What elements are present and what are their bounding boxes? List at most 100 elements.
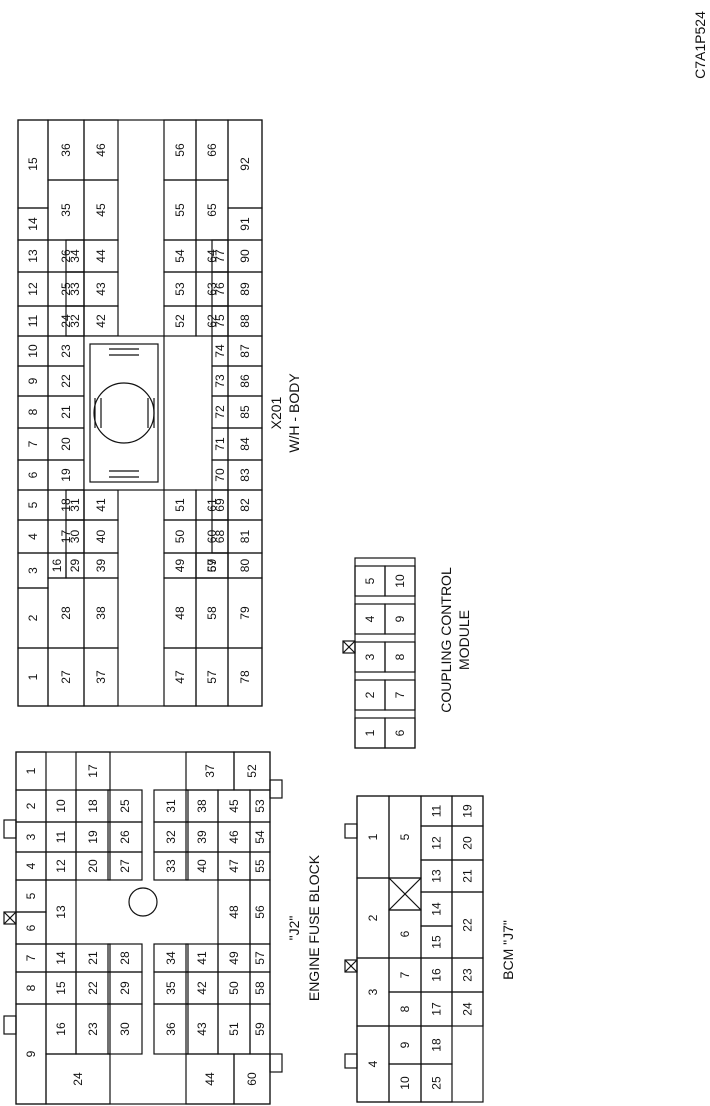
pin-label: 35 <box>59 203 73 217</box>
pin-label: 50 <box>227 981 241 995</box>
pin-label: 39 <box>195 830 209 844</box>
pin-label: 37 <box>94 670 108 684</box>
pin-label: 84 <box>238 437 252 451</box>
pin-label: 20 <box>59 437 73 451</box>
x201-subtitle: W/H - BODY <box>286 373 302 453</box>
pin-label: 8 <box>398 1005 412 1012</box>
pin-label: 51 <box>173 498 187 512</box>
pin-label: 6 <box>26 471 40 478</box>
lock-x-icon <box>344 959 358 973</box>
pin-label: 5 <box>363 577 377 584</box>
fuse-tab <box>3 819 17 839</box>
pin-label: 87 <box>238 344 252 358</box>
pin-label: 14 <box>430 902 444 916</box>
x201-title: X201 <box>268 396 284 429</box>
pin-label: 85 <box>238 405 252 419</box>
pin-label: 10 <box>393 574 407 588</box>
pin-cell <box>227 119 263 209</box>
pin-label: 52 <box>245 764 259 778</box>
pin-label: 58 <box>253 981 267 995</box>
pin-label: 49 <box>173 559 187 573</box>
pin-label: 7 <box>398 971 412 978</box>
pin-label: 70 <box>213 468 227 482</box>
pin-label: 15 <box>26 157 40 171</box>
pin-label: 38 <box>195 799 209 813</box>
pin-label: 19 <box>461 804 475 818</box>
bcm-x-cell <box>388 877 422 911</box>
pin-label: 12 <box>26 282 40 296</box>
pin-label: 67 <box>205 559 219 573</box>
pin-label: 26 <box>118 830 132 844</box>
pin-label: 92 <box>238 157 252 171</box>
x201-boss-circle <box>93 382 155 444</box>
pin-label: 80 <box>238 559 252 573</box>
pin-label: 41 <box>195 951 209 965</box>
pin-cell <box>420 1063 453 1103</box>
figure-code: C7A1P524 <box>692 11 708 79</box>
bcm-tab <box>344 823 358 839</box>
pin-label: 12 <box>54 859 68 873</box>
pin-label: 33 <box>68 282 82 296</box>
pin-label: 15 <box>54 981 68 995</box>
pin-label: 3 <box>24 833 38 840</box>
pin-label: 7 <box>393 691 407 698</box>
pin-label: 5 <box>26 501 40 508</box>
pin-label: 60 <box>245 1072 259 1086</box>
pin-label: 32 <box>164 830 178 844</box>
pin-label: 11 <box>26 314 40 327</box>
pin-label: 81 <box>238 530 252 544</box>
pin-label: 10 <box>398 1076 412 1090</box>
pin-label: 44 <box>94 249 108 263</box>
pin-label: 59 <box>205 559 219 573</box>
pin-label: 18 <box>86 799 100 813</box>
pin-label: 24 <box>71 1072 85 1086</box>
pin-label: 7 <box>26 440 40 447</box>
pin-label: 9 <box>26 377 40 384</box>
pin-label: 22 <box>86 981 100 995</box>
pin-label: 86 <box>238 374 252 388</box>
fuse-tab <box>3 1015 17 1035</box>
fuse-tab <box>269 779 283 799</box>
pin-label: 1 <box>363 729 377 736</box>
pin-label: 6 <box>24 924 38 931</box>
pin-label: 4 <box>366 1060 380 1067</box>
pin-label: 65 <box>205 203 219 217</box>
pin-label: 42 <box>195 981 209 995</box>
pin-label: 13 <box>54 905 68 919</box>
pin-label: 17 <box>430 1002 444 1016</box>
pin-label: 31 <box>164 799 178 813</box>
pin-label: 46 <box>94 143 108 157</box>
pin-label: 79 <box>238 606 252 620</box>
pin-label: 40 <box>94 530 108 544</box>
pin-label: 72 <box>213 405 227 419</box>
pin-label: 4 <box>26 533 40 540</box>
pin-label: 9 <box>398 1041 412 1048</box>
x201-boss-inner <box>89 343 159 483</box>
pin-label: 18 <box>430 1038 444 1052</box>
pin-cell <box>384 565 416 597</box>
pin-label: 54 <box>253 830 267 844</box>
pin-label: 49 <box>227 951 241 965</box>
pin-label: 13 <box>430 869 444 883</box>
pin-label: 25 <box>430 1076 444 1090</box>
pin-label: 28 <box>59 606 73 620</box>
pin-label: 19 <box>86 830 100 844</box>
pin-label: 16 <box>50 559 64 573</box>
pin-label: 20 <box>461 836 475 850</box>
pin-label: 11 <box>430 804 444 817</box>
pin-label: 44 <box>203 1072 217 1086</box>
pin-label: 25 <box>118 799 132 813</box>
pin-label: 2 <box>24 802 38 809</box>
pin-label: 32 <box>68 314 82 328</box>
pin-label: 21 <box>59 405 73 419</box>
pin-label: 40 <box>195 859 209 873</box>
pin-label: 23 <box>86 1022 100 1036</box>
pin-label: 19 <box>59 468 73 482</box>
pin-label: 57 <box>253 951 267 965</box>
pin-label: 5 <box>24 892 38 899</box>
pin-label: 17 <box>86 764 100 778</box>
pin-label: 9 <box>24 1050 38 1057</box>
pin-label: 59 <box>253 1022 267 1036</box>
pin-label: 88 <box>238 314 252 328</box>
pin-label: 6 <box>398 930 412 937</box>
